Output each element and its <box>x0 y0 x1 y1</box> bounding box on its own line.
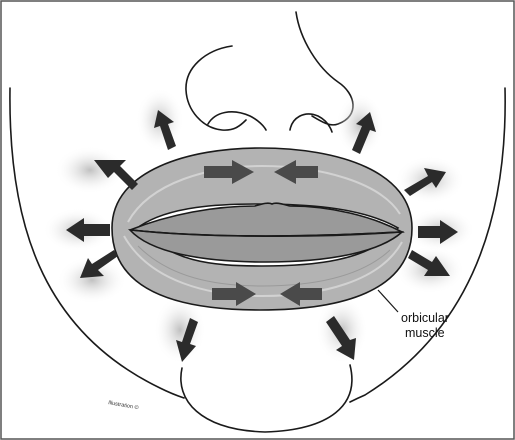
label-muscle: muscle <box>405 326 445 340</box>
label-orbicular: orbicular <box>401 311 449 325</box>
glow <box>57 256 127 304</box>
